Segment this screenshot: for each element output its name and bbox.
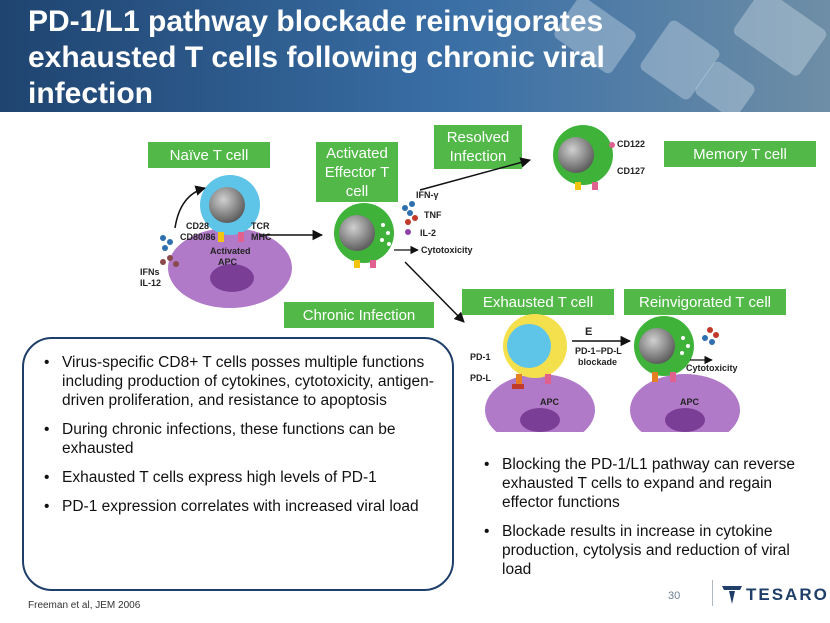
apc-label-1: APC (218, 257, 238, 267)
apc-nucleus (210, 264, 254, 292)
citation-footnote: Freeman et al, JEM 2006 (28, 600, 141, 611)
exhausted-t-cell-inner (507, 324, 551, 368)
page-number: 30 (668, 590, 681, 602)
label-reinvigorated-t-cell: Reinvigorated T cell (624, 289, 786, 315)
right-bullet-list: Blocking the PD-1/L1 pathway can reverse… (478, 455, 818, 589)
label-activated-effector: Activated Effector T cell (316, 142, 398, 202)
t-cell-diagram: CD28 CD80/86 TCR MHC Activated APC IFNs … (140, 125, 740, 432)
tesaro-logo-icon (722, 586, 742, 604)
il12-label: IL-12 (140, 278, 161, 288)
left-bullet-3: Exhausted T cells express high levels of… (38, 468, 438, 487)
right-bullet-2: Blockade results in increase in cytokine… (478, 522, 818, 579)
tesaro-logo: TESARO (722, 585, 829, 605)
naive-t-cell-nucleus (209, 187, 245, 223)
label-chronic-infection: Chronic Infection (284, 302, 434, 328)
ifng-label: IFN-γ (416, 190, 439, 200)
label-naive-t-cell: Naïve T cell (148, 142, 270, 168)
logo-text: TESARO (746, 585, 829, 604)
il2-label: IL-2 (420, 228, 436, 238)
cd122-label: CD122 (617, 139, 645, 149)
label-exhausted-t-cell: Exhausted T cell (462, 289, 614, 315)
e-label: E (585, 326, 592, 338)
ifns-label: IFNs (140, 267, 160, 277)
cd127-label: CD127 (617, 166, 645, 176)
activated-t-cell-nucleus (339, 215, 375, 251)
slide-title: PD-1/L1 pathway blockade reinvigorates e… (28, 5, 605, 110)
reinvigorated-t-cell-nucleus (639, 328, 675, 364)
title-banner: PD-1/L1 pathway blockade reinvigorates e… (0, 0, 830, 112)
tnf-label: TNF (424, 210, 442, 220)
left-bullet-list: Virus-specific CD8+ T cells posses multi… (38, 353, 438, 526)
label-resolved-infection: Resolved Infection (434, 125, 522, 169)
footer-divider (712, 580, 713, 606)
cytotoxicity-label: Cytotoxicity (421, 245, 473, 255)
pdl-label: PD-L (470, 373, 491, 383)
cytokine-dots (160, 235, 173, 251)
cd28-label: CD28 (186, 221, 209, 231)
left-bullet-2: During chronic infections, these functio… (38, 420, 438, 458)
memory-t-cell-nucleus (558, 137, 594, 173)
pd1-label: PD-1 (470, 352, 491, 362)
left-bullet-box: Virus-specific CD8+ T cells posses multi… (22, 337, 454, 591)
mhc-label: MHC (251, 232, 272, 242)
apc-label-3: APC (680, 397, 700, 407)
blockade-label-2: blockade (578, 357, 617, 367)
tcr-label: TCR (251, 221, 270, 231)
left-bullet-1: Virus-specific CD8+ T cells posses multi… (38, 353, 438, 410)
blockade-label-1: PD-1−PD-L (575, 346, 622, 356)
apc-label-2: APC (540, 397, 560, 407)
reinvigorated-apc-shape (630, 374, 740, 432)
cytotoxicity-label-2: Cytotoxicity (686, 363, 738, 373)
activated-apc-label: Activated (210, 246, 251, 256)
right-bullet-1: Blocking the PD-1/L1 pathway can reverse… (478, 455, 818, 512)
left-bullet-4: PD-1 expression correlates with increase… (38, 497, 438, 516)
cd8086-label: CD80/86 (180, 232, 216, 242)
label-memory-t-cell: Memory T cell (664, 141, 816, 167)
